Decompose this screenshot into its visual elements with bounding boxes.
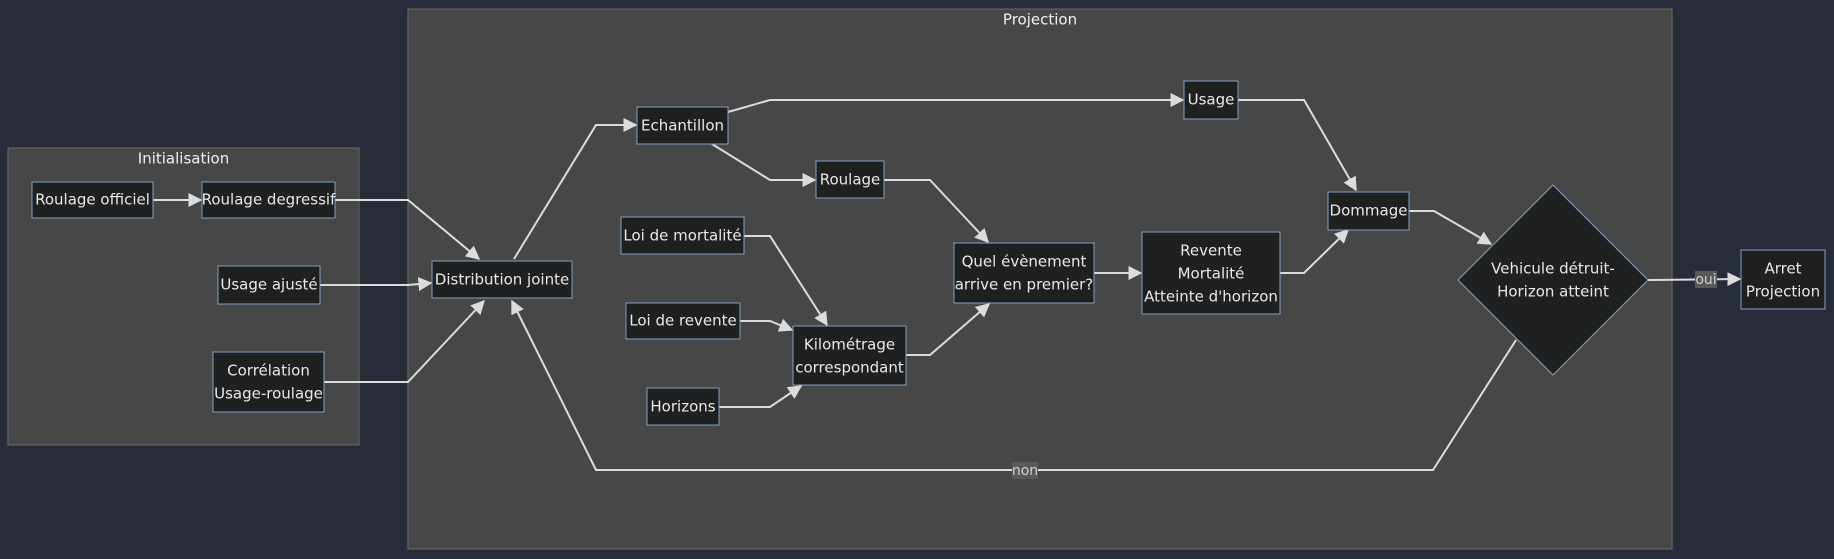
node-usage[interactable]: Usage xyxy=(1183,80,1239,120)
svg-text:Roulage officiel: Roulage officiel xyxy=(35,191,150,209)
svg-text:Distribution jointe: Distribution jointe xyxy=(435,271,569,289)
node-roulage[interactable]: Roulage xyxy=(815,160,885,199)
svg-text:correspondant: correspondant xyxy=(795,359,904,377)
svg-text:Quel évènement: Quel évènement xyxy=(962,253,1087,271)
node-dommage[interactable]: Dommage xyxy=(1327,191,1410,231)
svg-text:Roulage degressif: Roulage degressif xyxy=(202,191,336,209)
edge-label-non: non xyxy=(1012,462,1038,479)
svg-text:Usage: Usage xyxy=(1188,91,1235,109)
svg-text:Vehicule détruit-: Vehicule détruit- xyxy=(1491,260,1615,278)
svg-text:Loi de revente: Loi de revente xyxy=(629,312,737,330)
edge-revente-kilometrage xyxy=(740,318,794,332)
node-distribution-jointe[interactable]: Distribution jointe xyxy=(431,260,573,299)
node-roulage-officiel[interactable]: Roulage officiel xyxy=(31,181,154,219)
node-echantillon[interactable]: Echantillon xyxy=(636,106,729,145)
edge-usage-dommage xyxy=(1238,99,1357,192)
node-loi-mortalite[interactable]: Loi de mortalité xyxy=(620,216,745,255)
node-arret-projection[interactable]: Arret Projection xyxy=(1740,249,1826,310)
svg-text:Usage-roulage: Usage-roulage xyxy=(214,385,323,403)
edge-degressif-distribution xyxy=(335,199,481,260)
svg-text:oui: oui xyxy=(1695,272,1716,288)
node-quel-evenement[interactable]: Quel évènement arrive en premier? xyxy=(953,242,1095,304)
edge-roulage-quel xyxy=(884,179,989,244)
edge-distribution-echantillon xyxy=(513,118,638,260)
edge-revente-dommage xyxy=(1280,229,1350,274)
cluster-initialisation-title: Initialisation xyxy=(138,150,229,168)
cluster-projection-title: Projection xyxy=(1003,11,1077,29)
node-horizons[interactable]: Horizons xyxy=(646,387,720,426)
edge-kilometrage-quel xyxy=(906,303,991,356)
svg-text:Revente: Revente xyxy=(1180,242,1242,260)
svg-text:Corrélation: Corrélation xyxy=(227,362,310,380)
edge-label-oui: oui xyxy=(1695,271,1717,288)
svg-text:Mortalité: Mortalité xyxy=(1178,265,1245,283)
edge-dommage-decision xyxy=(1409,210,1493,245)
edge-decision-arret xyxy=(1647,272,1742,287)
edge-echantillon-usage xyxy=(727,93,1185,113)
svg-text:Horizon atteint: Horizon atteint xyxy=(1497,283,1609,301)
svg-text:arrive en premier?: arrive en premier? xyxy=(955,276,1094,294)
node-decision-diamond[interactable]: Vehicule détruit- Horizon atteint xyxy=(1457,184,1649,376)
svg-text:Loi de mortalité: Loi de mortalité xyxy=(623,227,741,245)
node-roulage-degressif[interactable]: Roulage degressif xyxy=(201,181,336,219)
edge-echantillon-roulage xyxy=(711,143,817,187)
node-usage-ajuste[interactable]: Usage ajusté xyxy=(217,265,321,305)
svg-text:non: non xyxy=(1012,463,1038,479)
node-kilometrage[interactable]: Kilométrage correspondant xyxy=(792,325,907,386)
edge-correlation-distribution xyxy=(324,299,485,383)
svg-text:Kilométrage: Kilométrage xyxy=(804,336,895,354)
svg-text:Dommage: Dommage xyxy=(1330,202,1408,220)
node-revente-mortalite-horizon[interactable]: Revente Mortalité Atteinte d'horizon xyxy=(1141,231,1281,315)
svg-text:Echantillon: Echantillon xyxy=(641,117,724,135)
svg-text:Atteinte d'horizon: Atteinte d'horizon xyxy=(1144,288,1278,306)
svg-text:Roulage: Roulage xyxy=(820,171,881,189)
svg-text:Horizons: Horizons xyxy=(650,398,715,416)
edge-mortalite-kilometrage xyxy=(744,235,828,327)
node-correlation[interactable]: Corrélation Usage-roulage xyxy=(212,351,325,413)
svg-text:Usage ajusté: Usage ajusté xyxy=(220,276,317,294)
edge-horizons-kilometrage xyxy=(719,385,803,408)
node-loi-revente[interactable]: Loi de revente xyxy=(625,302,741,340)
edge-usageajuste-distribution xyxy=(320,277,433,292)
svg-text:Arret: Arret xyxy=(1764,260,1801,278)
svg-text:Projection: Projection xyxy=(1746,283,1820,301)
